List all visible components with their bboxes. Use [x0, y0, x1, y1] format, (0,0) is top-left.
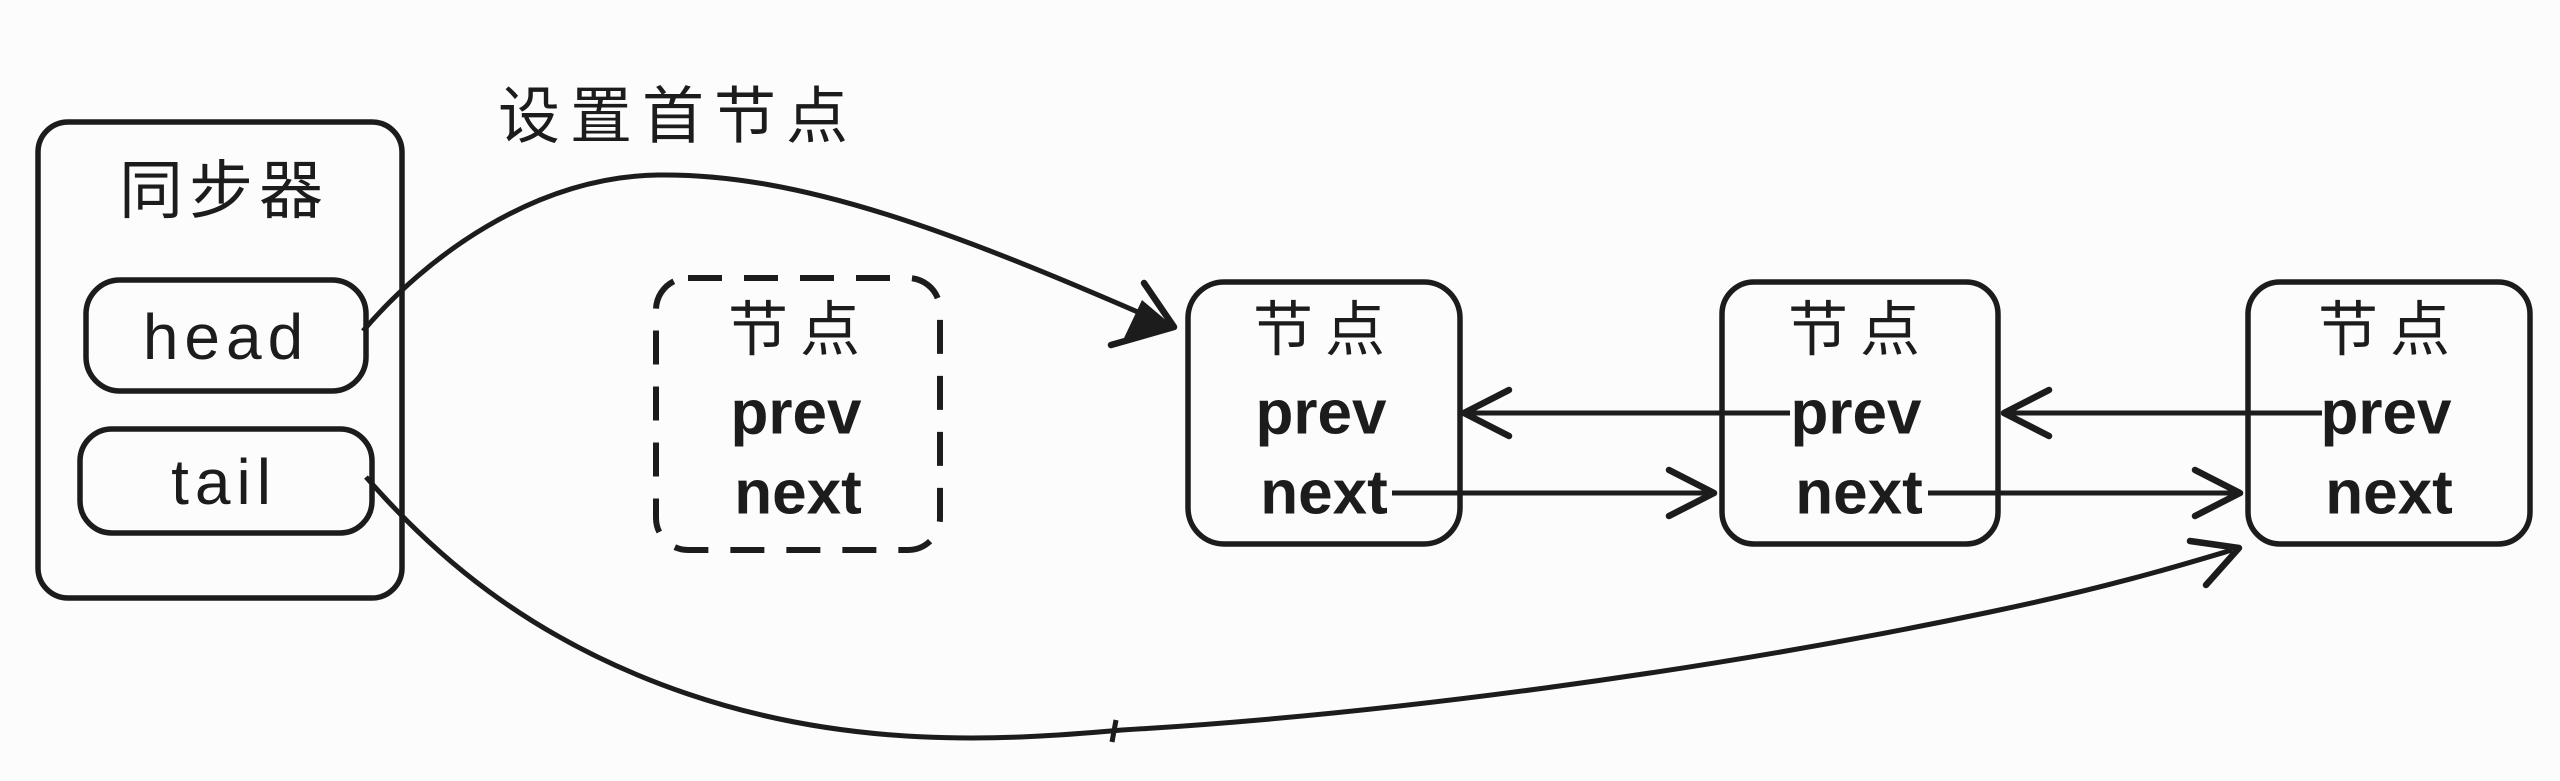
node2-prev-to-node1-arrow: [1460, 386, 1790, 440]
head-to-node1-arrowhead-fill: [1124, 300, 1174, 338]
node1-next-label: next: [1260, 459, 1387, 528]
head-to-node1-arrow: [361, 172, 1178, 349]
node-pending: 节点 prev next: [653, 275, 943, 553]
node2-title: 节点: [1788, 297, 1932, 364]
tail-to-node3-arrow: [364, 475, 2243, 743]
head-to-node1-curve: [361, 172, 1165, 333]
tail-field-label: tail: [171, 446, 277, 518]
synchronizer-group: 同步器 head tail: [35, 119, 405, 601]
tail-to-node3-curve: [364, 475, 2233, 741]
edges-group: [361, 172, 2322, 743]
pending-node-box: [653, 275, 943, 553]
node3-next-label: next: [2325, 459, 2452, 528]
synchronizer-box: [35, 119, 405, 601]
node2-next-label: next: [1795, 459, 1922, 528]
node2-prev-arrowhead: [1460, 386, 1513, 440]
node1-title: 节点: [1253, 297, 1397, 364]
node-2: 节点 prev next: [1719, 279, 2001, 547]
node1-next-arrowhead: [1665, 466, 1718, 520]
pending-node-prev-label: prev: [731, 379, 862, 448]
node1-box: [1185, 279, 1463, 547]
node3-prev-to-node2-arrow: [2000, 386, 2322, 440]
node1-next-to-node2-arrow: [1392, 466, 1718, 520]
node3-title: 节点: [2318, 297, 2462, 364]
pending-node-title: 节点: [728, 297, 872, 364]
node1-prev-label: prev: [1256, 379, 1387, 448]
node2-prev-label: prev: [1791, 379, 1922, 448]
node-1: 节点 prev next: [1185, 279, 1463, 547]
node2-next-to-node3-arrow: [1928, 466, 2244, 520]
set-head-annotation: 设置首节点: [498, 83, 858, 152]
node2-next-arrowhead: [2191, 466, 2244, 520]
head-field-label: head: [143, 301, 309, 373]
synchronizer-title: 同步器: [119, 155, 329, 227]
pending-node-next-label: next: [734, 459, 861, 528]
node3-prev-arrowhead: [2000, 386, 2053, 440]
tail-curve-tick: [1109, 719, 1119, 743]
head-field: [83, 277, 369, 394]
node3-prev-label: prev: [2321, 379, 2452, 448]
tail-to-node3-arrowhead: [2186, 537, 2243, 589]
